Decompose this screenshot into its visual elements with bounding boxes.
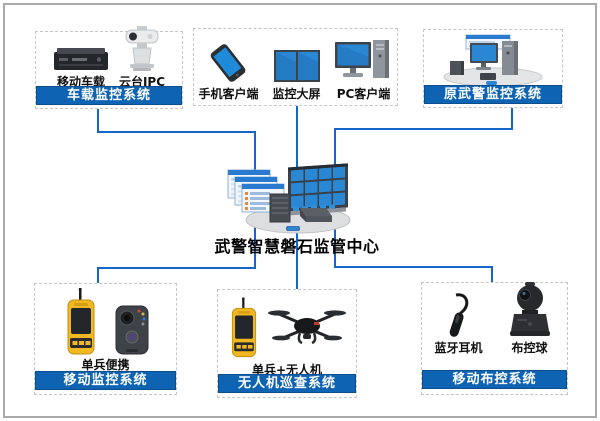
device-label: 手机客户端: [198, 87, 259, 101]
video-wall-icon: [273, 50, 320, 82]
device-label: 云台IPC: [118, 75, 166, 89]
device-bluetooth-earpiece: 蓝牙耳机: [434, 292, 483, 355]
node-legacy-system: 原武警监控系统: [423, 29, 563, 108]
node-vehicle-system: 移动车载 云台IPC 车载监控系统: [35, 26, 183, 109]
node-clients: 手机客户端 监控大屏: [193, 28, 398, 106]
device-label: 监控大屏: [272, 87, 321, 101]
monitor-center-icon: [227, 163, 351, 234]
handheld-radio-icon: [67, 288, 94, 355]
device-mobile-dvr: 移动车载: [53, 45, 109, 89]
mobile-dvr-icon: [53, 48, 108, 70]
device-video-wall: 监控大屏: [273, 50, 321, 101]
legacy-console-icon: [443, 34, 543, 87]
pc-icon: [334, 40, 389, 78]
device-label: 单兵+无人机: [251, 363, 323, 377]
node-uav-patrol: 单兵+无人机 无人机巡查系统: [217, 289, 357, 398]
center-title: 武警智慧磐石监管中心: [214, 237, 380, 256]
device-label: 单兵便携: [81, 358, 130, 372]
handheld-radio-icon: [231, 297, 257, 358]
banner-uav-patrol: 无人机巡查系统: [218, 374, 356, 393]
drone-icon: [268, 310, 346, 345]
monitor-center-illustration: [224, 156, 376, 236]
ball-camera-icon: [509, 282, 550, 336]
device-label: 布控球: [511, 341, 548, 355]
device-ball-camera: 布控球: [505, 282, 555, 355]
bluetooth-earpiece-icon: [450, 293, 469, 337]
banner-legacy-system: 原武警监控系统: [424, 85, 562, 104]
node-mobile-surveillance: 单兵便携 移动监控系统: [34, 283, 177, 395]
banner-vehicle-system: 车载监控系统: [36, 86, 182, 105]
banner-mobile-surveillance: 移动监控系统: [35, 371, 176, 390]
smartphone-icon: [211, 44, 246, 82]
device-label: 蓝牙耳机: [434, 341, 483, 355]
banner-mobile-deployment: 移动布控系统: [422, 370, 567, 389]
device-ptz-camera: 云台IPC: [119, 26, 165, 89]
device-label: 移动车载: [56, 75, 105, 89]
device-smartphone: 手机客户端: [198, 42, 259, 101]
ptz-camera-icon: [125, 26, 159, 71]
node-mobile-deployment: 蓝牙耳机 布控球 移动布控系统: [421, 282, 568, 395]
device-pc: PC客户端: [334, 40, 393, 101]
device-label: PC客户端: [336, 87, 391, 101]
body-camera-icon: [115, 305, 148, 355]
device-legacy-console: [440, 33, 546, 87]
